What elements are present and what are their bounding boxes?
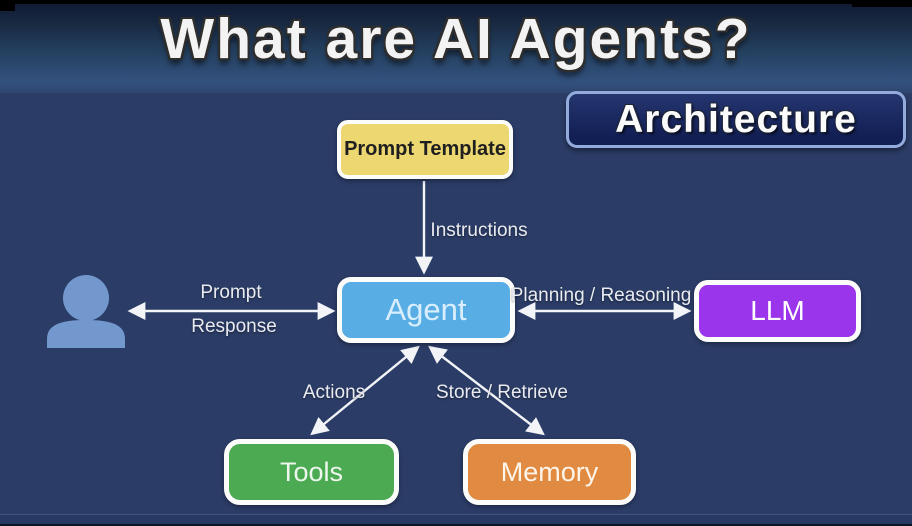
top-black-strip <box>0 0 912 4</box>
top-right-black-corner <box>852 0 912 7</box>
page-title: What are AI Agents? <box>160 7 752 71</box>
node-prompt-template: Prompt Template <box>337 120 513 179</box>
node-memory: Memory <box>463 439 636 505</box>
arrow-agent-memory <box>428 345 545 436</box>
title-banner: What are AI Agents? <box>0 0 912 93</box>
node-prompt-template-label: Prompt Template <box>344 138 506 160</box>
edge-label-instructions: Instructions <box>430 220 528 241</box>
bottom-edge <box>0 524 912 526</box>
arrow-agent-tools <box>310 345 420 436</box>
node-memory-label: Memory <box>500 456 599 487</box>
node-llm-label: LLM <box>750 295 805 326</box>
node-llm: LLM <box>694 280 861 342</box>
edge-label-store-retrieve: Store / Retrieve <box>436 382 568 403</box>
node-agent: Agent <box>337 277 515 343</box>
node-tools: Tools <box>224 439 399 505</box>
architecture-badge: Architecture <box>566 91 906 148</box>
edge-label-actions: Actions <box>302 382 366 403</box>
edge-label-prompt: Prompt <box>200 282 262 303</box>
user-silhouette-icon <box>47 275 125 348</box>
edge-label-response: Response <box>191 316 277 337</box>
architecture-badge-label: Architecture <box>615 97 857 141</box>
node-agent-label: Agent <box>385 292 467 327</box>
node-tools-label: Tools <box>279 456 344 487</box>
top-left-black-corner <box>0 0 15 11</box>
bottom-strip <box>0 514 912 526</box>
edge-label-planning-reasoning: Planning / Reasoning <box>510 285 692 306</box>
